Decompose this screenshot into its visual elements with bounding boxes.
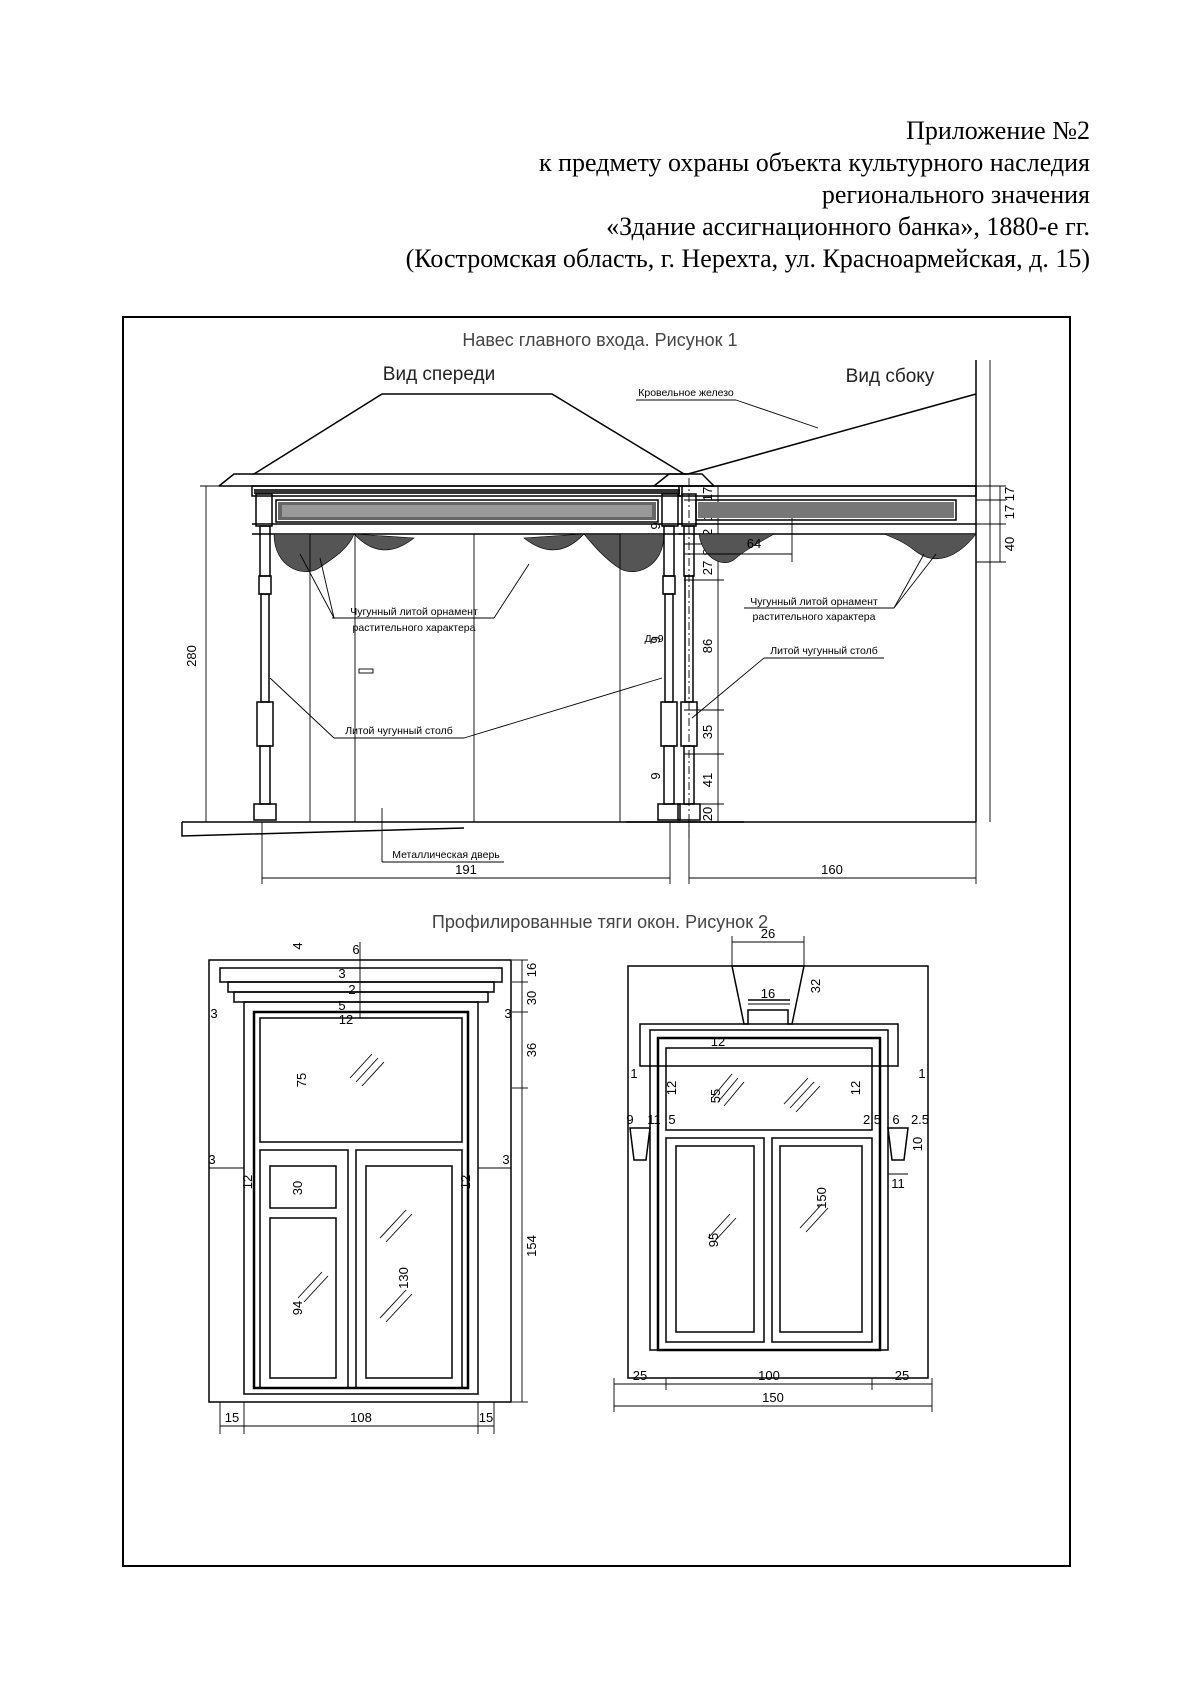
drawing-canvas: Навес главного входа. Рисунок 1 Вид спер… [181, 330, 1017, 1434]
wr-dim-5: 5 [668, 1112, 675, 1127]
wr-dim-2-5-a: 2.5 [863, 1112, 881, 1127]
wl-dim-36: 36 [524, 1043, 539, 1057]
wr-dim-16: 16 [761, 986, 775, 1001]
side-label-roof: Кровельное железо [638, 387, 734, 399]
front-dim-height: 280 [184, 645, 199, 667]
side-view: Вид сбоку Кровельное железо [626, 360, 1017, 884]
front-roof [251, 393, 687, 475]
wl-dim-3-a: 3 [210, 1006, 217, 1021]
wr-dim-1-b: 1 [918, 1066, 925, 1081]
wr-dim-1-a: 1 [630, 1066, 637, 1081]
front-label-ornament-2: растительного характера [353, 622, 476, 634]
front-dim-r6: 86 [700, 639, 715, 653]
front-dim-r9: 20 [700, 807, 715, 821]
side-dim-9-b: 9 [648, 636, 663, 643]
wl-dim-108: 108 [350, 1410, 372, 1425]
wl-dim-3-d: 3 [502, 1152, 509, 1167]
wl-dim-30: 30 [524, 991, 539, 1005]
wr-dim-11: 11 [647, 1112, 661, 1127]
wl-dim-6: 6 [352, 942, 359, 957]
wl-dim-4: 4 [290, 942, 305, 949]
wr-dim-55: 55 [708, 1089, 723, 1103]
front-right-bracket [583, 533, 665, 572]
wl-dim-16: 16 [524, 963, 539, 977]
wr-dim-25-a: 25 [633, 1368, 647, 1383]
wl-dim-94: 94 [290, 1301, 305, 1315]
header-line-3: регионального значения [821, 180, 1090, 209]
side-dim-64: 64 [747, 536, 761, 551]
side-dim-160: 160 [821, 862, 843, 877]
wl-dim-130: 130 [396, 1267, 411, 1289]
front-dim-r1: 17 [700, 487, 715, 501]
wr-dim-12-a: 12 [664, 1081, 679, 1095]
wl-dim-12-b: 12 [458, 1175, 473, 1189]
side-dim-9-c: 9 [648, 772, 663, 779]
wl-dim-3-c: 3 [208, 1152, 215, 1167]
front-dim-width: 191 [455, 862, 477, 877]
wl-dim-12: 12 [339, 1012, 353, 1027]
wl-dim-2: 2 [348, 982, 355, 997]
wr-dim-6: 6 [892, 1112, 899, 1127]
drawing-sheet: Навес главного входа. Рисунок 1 Вид спер… [122, 316, 1071, 1567]
front-cornice [251, 485, 683, 497]
front-door [309, 533, 621, 823]
front-right-post [657, 493, 681, 821]
wr-dim-150: 150 [762, 1390, 784, 1405]
wl-dim-3-b: 3 [504, 1006, 511, 1021]
wr-dim-95: 95 [706, 1233, 721, 1247]
wr-dim-10: 10 [910, 1137, 925, 1151]
front-dim-r8: 41 [700, 773, 715, 787]
wr-dim-12-b: 12 [848, 1081, 863, 1095]
wl-dim-15-a: 15 [225, 1410, 239, 1425]
window-left: 4 6 3 2 5 12 16 30 36 154 75 30 94 130 3… [208, 942, 539, 1434]
side-post [677, 478, 701, 838]
side-label-ornament-1: Чугунный литой орнамент [750, 596, 878, 608]
side-label-ornament-2: растительного характера [753, 611, 876, 623]
wr-dim-150v: 150 [814, 1187, 829, 1209]
figure2-title: Профилированные тяги окон. Рисунок 2 [432, 912, 768, 932]
figure1-title: Навес главного входа. Рисунок 1 [462, 330, 737, 350]
front-frieze [275, 499, 659, 523]
wl-dim-15-b: 15 [479, 1410, 493, 1425]
window-right: 26 16 32 55 95 150 12 12 12 9 11 5 2.5 6… [613, 926, 933, 1412]
appendix-header: Приложение №2 к предмету охраны объекта … [190, 115, 1090, 275]
side-view-caption: Вид сбоку [846, 366, 935, 387]
front-left-bracket [273, 533, 355, 572]
side-dim-r3: 40 [1002, 537, 1017, 551]
wr-dim-9: 9 [626, 1112, 633, 1127]
front-view: Вид спереди [181, 364, 744, 884]
header-line-4: «Здание ассигнационного банка», 1880-е г… [606, 212, 1090, 241]
wr-dim-25-b: 25 [895, 1368, 909, 1383]
side-label-post: Литой чугунный столб [770, 645, 878, 657]
wl-dim-75: 75 [294, 1073, 309, 1087]
header-line-2: к предмету охраны объекта культурного на… [538, 148, 1090, 177]
wr-dim-32: 32 [808, 979, 823, 993]
side-dim-r2: 17 [1002, 505, 1017, 519]
wr-dim-26: 26 [761, 926, 775, 941]
wr-dim-12-c: 12 [711, 1034, 725, 1049]
wl-dim-3: 3 [338, 966, 345, 981]
wl-dim-12-a: 12 [240, 1175, 255, 1189]
front-view-caption: Вид спереди [383, 364, 495, 385]
wr-dim-100: 100 [758, 1368, 780, 1383]
front-label-post: Литой чугунный столб [345, 725, 453, 737]
wl-dim-154: 154 [524, 1235, 539, 1257]
front-dim-r5: 27 [700, 561, 715, 575]
side-dim-r1: 17 [1002, 487, 1017, 501]
front-label-ornament-1: Чугунный литой орнамент [350, 606, 478, 618]
side-roof [687, 393, 977, 475]
wr-dim-2-5-b: 2.5 [911, 1112, 929, 1127]
front-dim-r7: 35 [700, 725, 715, 739]
front-label-door: Металлическая дверь [392, 849, 500, 861]
wl-dim-30b: 30 [290, 1181, 305, 1195]
front-left-post [253, 493, 277, 821]
side-dim-9-a: 9 [648, 522, 663, 529]
wr-dim-11-b: 11 [891, 1176, 905, 1191]
front-label-d: Д=9 [644, 633, 663, 645]
wl-dim-5: 5 [338, 998, 345, 1013]
header-line-1: Приложение №2 [906, 116, 1090, 145]
header-line-5: (Костромская область, г. Нерехта, ул. Кр… [405, 244, 1090, 273]
